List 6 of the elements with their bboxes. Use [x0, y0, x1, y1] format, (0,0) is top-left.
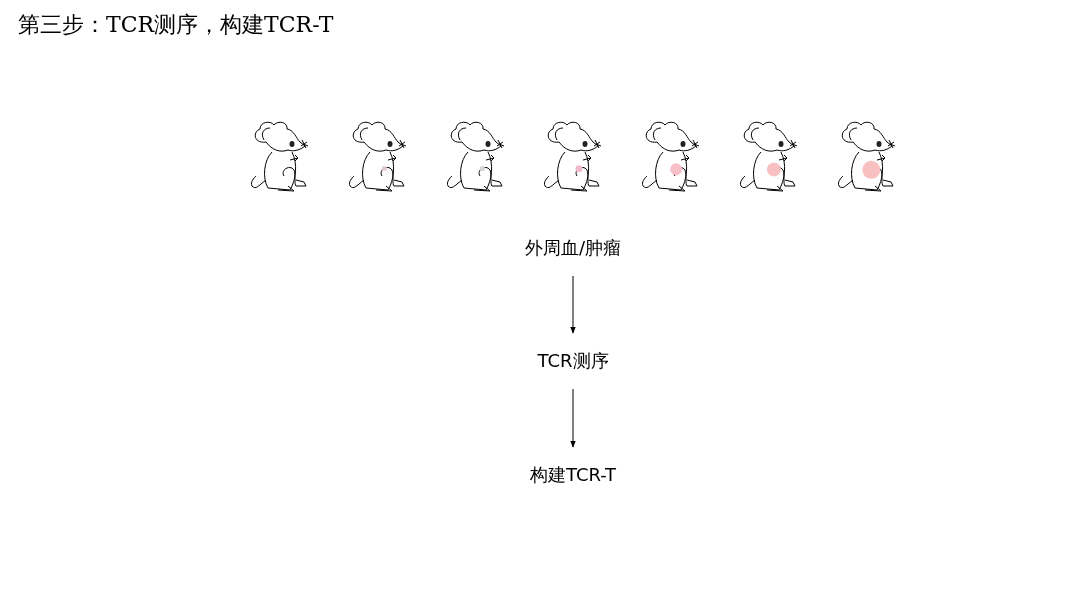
- arrow: [570, 388, 576, 448]
- step-label: 构建TCR-T: [529, 463, 617, 487]
- step-label: TCR测序: [537, 349, 609, 373]
- step-label: 外周血/肿瘤: [524, 236, 622, 260]
- arrow: [570, 275, 576, 334]
- title: 第三步：TCR测序，构建TCR-T: [18, 11, 334, 39]
